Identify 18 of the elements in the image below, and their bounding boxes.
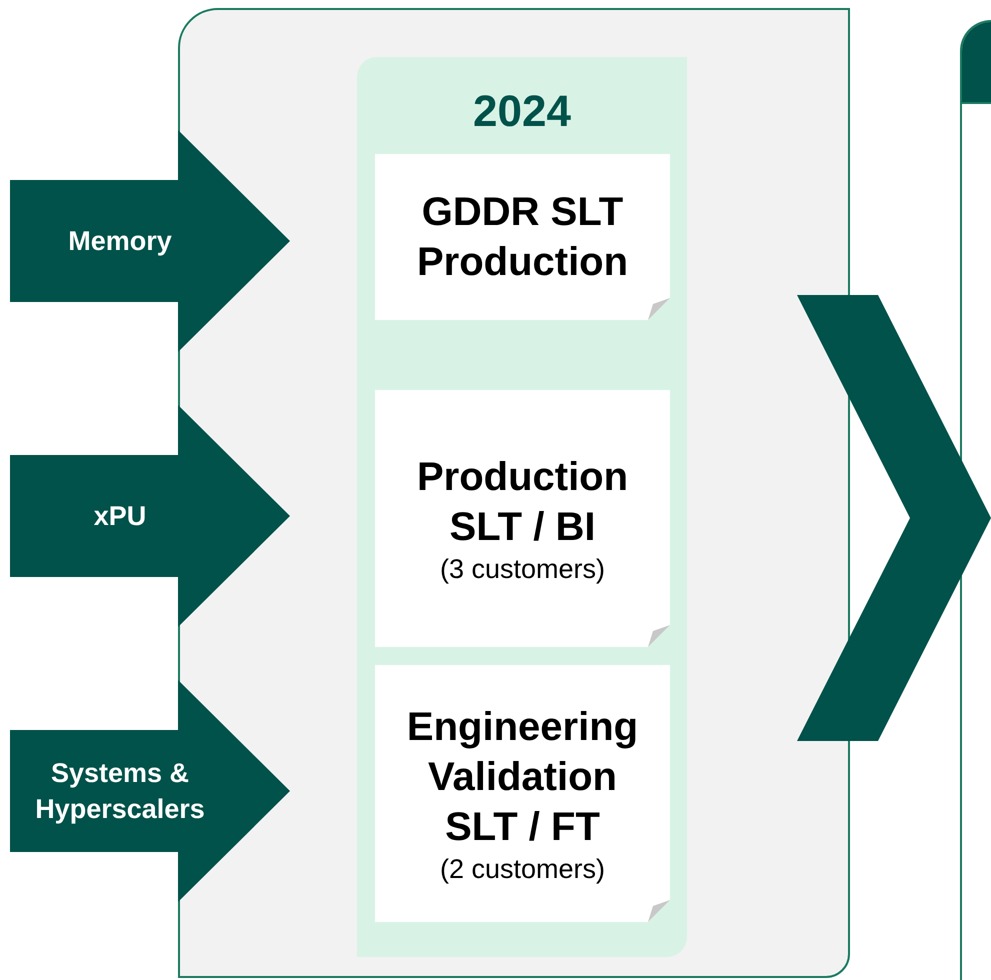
- note-card: [375, 665, 670, 922]
- panel-background: [960, 20, 991, 980]
- arrow-shape: [10, 680, 290, 902]
- card-note: (3 customers): [440, 552, 606, 586]
- arrow-shape: [10, 405, 290, 627]
- note-card: [375, 390, 670, 647]
- card-note: (2 customers): [440, 852, 606, 886]
- arrow-label: Memory: [67, 225, 173, 258]
- year-column: [357, 57, 687, 957]
- arrow-label: Systems & Hyperscalers: [34, 757, 206, 826]
- card-title: GDDR SLT Production: [416, 189, 630, 286]
- arrow-shape: [10, 130, 290, 352]
- arrow-label: xPU: [92, 500, 148, 533]
- year-heading: 2024: [472, 87, 572, 137]
- card-title: Engineering Validation SLT / FT: [406, 704, 640, 850]
- card-title: Production SLT / BI: [416, 454, 630, 550]
- chevron-arrow: [797, 295, 991, 741]
- note-card: [375, 154, 670, 320]
